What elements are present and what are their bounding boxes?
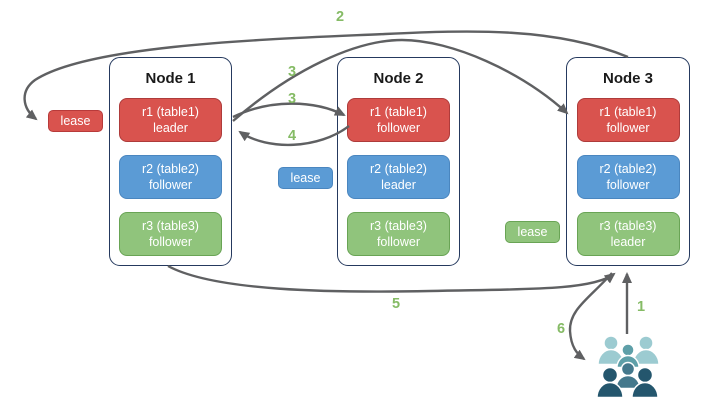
node-2-card: Node 2 r1 (table1) follower r2 (table2) …	[337, 57, 460, 266]
replica-name: r2 (table2)	[142, 162, 199, 176]
node-1-replica-r1: r1 (table1) leader	[119, 98, 222, 142]
replica-role: follower	[376, 121, 421, 135]
replica-name: r1 (table1)	[370, 105, 427, 119]
node-3-replica-r2: r2 (table2) follower	[576, 155, 680, 199]
lease-label: lease	[290, 171, 321, 185]
replica-name: r1 (table1)	[142, 105, 199, 119]
replica-role: follower	[148, 178, 193, 192]
replica-name: r3 (table3)	[599, 219, 657, 233]
node-3-card: Node 3 r1 (table1) follower r2 (table2) …	[566, 57, 690, 266]
replica-name: r3 (table3)	[370, 219, 427, 233]
replica-role: leader	[381, 178, 416, 192]
node-3-replica-r3: r3 (table3) leader	[576, 212, 680, 256]
node-1-replica-r3: r3 (table3) follower	[119, 212, 222, 256]
step-label-4: 4	[287, 127, 297, 144]
lease-label: lease	[517, 225, 548, 239]
replica-role: leader	[153, 121, 188, 135]
node-2-replica-r1: r1 (table1) follower	[347, 98, 450, 142]
replica-name: r1 (table1)	[599, 105, 657, 119]
arrow-step-5	[167, 264, 616, 293]
lease-chip-table3: lease	[505, 221, 560, 243]
lease-chip-table2: lease	[278, 167, 333, 189]
replica-role: follower	[606, 178, 650, 192]
replica-role: follower	[376, 235, 421, 249]
step-label-5: 5	[391, 295, 401, 312]
node-3-replica-r1: r1 (table1) follower	[576, 98, 680, 142]
replica-name: r3 (table3)	[142, 219, 199, 233]
lease-chip-table1: lease	[48, 110, 103, 132]
step-label-3-upper: 3	[287, 63, 297, 80]
node-3-title: Node 3	[602, 70, 653, 87]
users-group-icon	[596, 335, 660, 399]
node-2-replica-r2: r2 (table2) leader	[347, 155, 450, 199]
step-label-3-lower: 3	[287, 90, 297, 107]
replica-role: follower	[148, 235, 193, 249]
replica-role: follower	[606, 121, 650, 135]
node-1-replica-r2: r2 (table2) follower	[119, 155, 222, 199]
lease-label: lease	[60, 114, 91, 128]
replica-role: leader	[610, 235, 646, 249]
node-1-card: Node 1 r1 (table1) leader r2 (table2) fo…	[109, 57, 232, 266]
step-label-2: 2	[335, 8, 345, 25]
replica-name: r2 (table2)	[599, 162, 657, 176]
replica-name: r2 (table2)	[370, 162, 427, 176]
node-2-title: Node 2	[373, 70, 424, 87]
step-label-1: 1	[636, 298, 646, 315]
node-2-replica-r3: r3 (table3) follower	[347, 212, 450, 256]
step-label-6: 6	[556, 320, 566, 337]
node-1-title: Node 1	[145, 70, 196, 87]
